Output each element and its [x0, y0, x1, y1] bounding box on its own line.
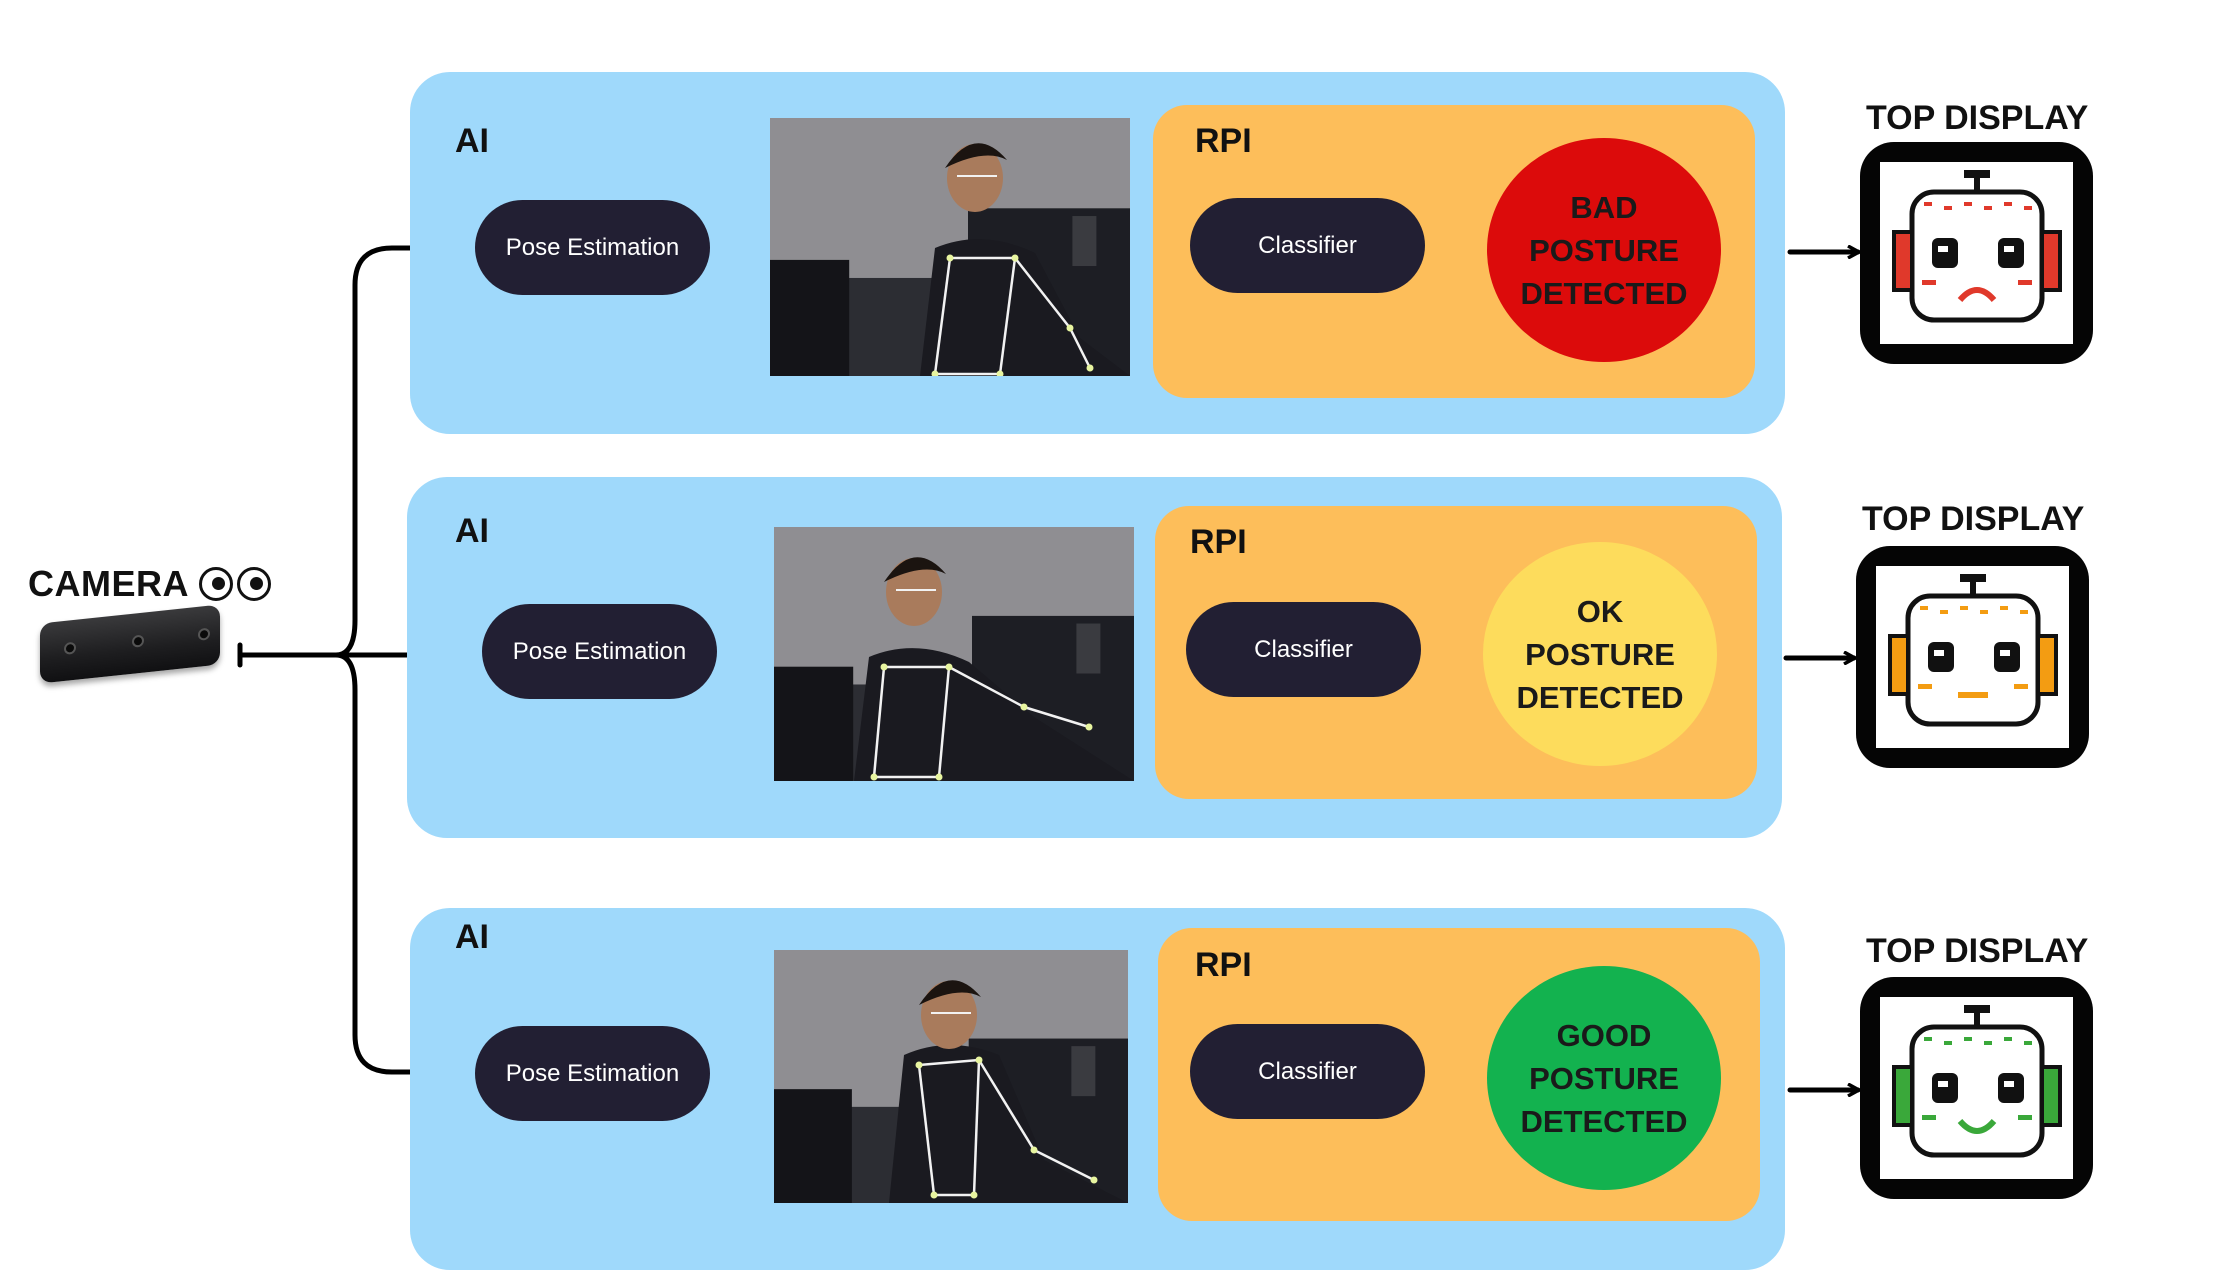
branch-to-row1-arrow: [333, 248, 470, 658]
camera-label-text: CAMERA: [28, 563, 189, 604]
rpi-label-row1: RPI: [1195, 122, 1252, 160]
rpi-label-row3: RPI: [1195, 946, 1252, 984]
top-display-row2: [1856, 546, 2089, 768]
camera-label: CAMERA: [28, 563, 271, 605]
robot-face-neutral-icon: [1888, 574, 2058, 727]
top-display-row3: [1860, 977, 2093, 1199]
top-display-label-row2: TOP DISPLAY: [1862, 500, 2085, 538]
rpi-label-row2: RPI: [1190, 523, 1247, 561]
branch-to-row3-arrow: [333, 652, 470, 1072]
eyes-icon: [199, 567, 271, 601]
classifier-node-row3: Classifier: [1190, 1024, 1425, 1119]
robot-face-sad-icon: [1892, 170, 2062, 323]
top-display-row1: [1860, 142, 2093, 364]
ai-label-row3: AI: [455, 918, 489, 956]
robot-face-happy-icon: [1892, 1005, 2062, 1158]
classifier-node-row1: Classifier: [1190, 198, 1425, 293]
pose-photo-row3: [774, 950, 1128, 1203]
pose-photo-row1: [770, 118, 1130, 376]
pose-skeleton-image: [770, 118, 1130, 376]
top-display-label-row3: TOP DISPLAY: [1866, 932, 2089, 970]
pose-skeleton-image: [774, 950, 1128, 1203]
pose-skeleton-image: [774, 527, 1134, 781]
top-display-label-row1: TOP DISPLAY: [1866, 99, 2089, 137]
status-ok-posture: OK POSTURE DETECTED: [1483, 542, 1717, 766]
pose-estimation-node-row1: Pose Estimation: [475, 200, 710, 295]
pose-estimation-node-row3: Pose Estimation: [475, 1026, 710, 1121]
pose-estimation-node-row2: Pose Estimation: [482, 604, 717, 699]
ai-label-row1: AI: [455, 122, 489, 160]
status-bad-posture: BAD POSTURE DETECTED: [1487, 138, 1721, 362]
classifier-node-row2: Classifier: [1186, 602, 1421, 697]
ai-label-row2: AI: [455, 512, 489, 550]
status-good-posture: GOOD POSTURE DETECTED: [1487, 966, 1721, 1190]
pose-photo-row2: [774, 527, 1134, 781]
